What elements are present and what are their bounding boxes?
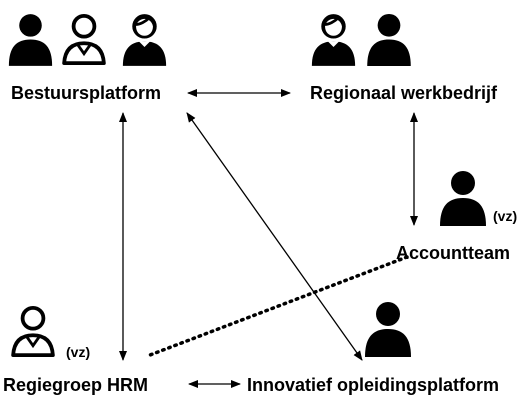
bestuursplatform-icons — [8, 13, 168, 66]
person-female-icon — [121, 13, 168, 66]
accountteam-note: (vz) — [493, 208, 517, 224]
regionaal-werkbedrijf-icons — [310, 13, 411, 66]
regionaal-werkbedrijf-label: Regionaal werkbedrijf — [310, 83, 498, 103]
regiegroep-hrm-icons: (vz) — [11, 305, 90, 360]
connector-bestuursplatform-innovatief-opleidingsplatform — [186, 112, 363, 361]
connector-accountteam-regiegroep-hrm-dotted — [148, 255, 409, 357]
person-solid-icon — [440, 171, 486, 226]
person-outline-icon — [11, 305, 55, 358]
bestuursplatform-label: Bestuursplatform — [11, 83, 161, 103]
connections — [119, 89, 418, 388]
innovatief-opleidingsplatform-icons — [365, 302, 411, 357]
regiegroep-hrm-label: Regiegroep HRM — [3, 375, 148, 395]
person-female-icon — [310, 13, 357, 66]
innovatief-opleidingsplatform-label: Innovatief opleidingsplatform — [247, 375, 499, 395]
accountteam-label: Accountteam — [396, 243, 510, 263]
person-solid-icon — [367, 13, 411, 66]
person-solid-icon — [365, 302, 411, 357]
accountteam-icons: (vz) — [440, 171, 517, 226]
person-solid-icon — [8, 14, 53, 66]
person-outline-icon — [62, 13, 106, 66]
regiegroep-hrm-note: (vz) — [66, 344, 90, 360]
